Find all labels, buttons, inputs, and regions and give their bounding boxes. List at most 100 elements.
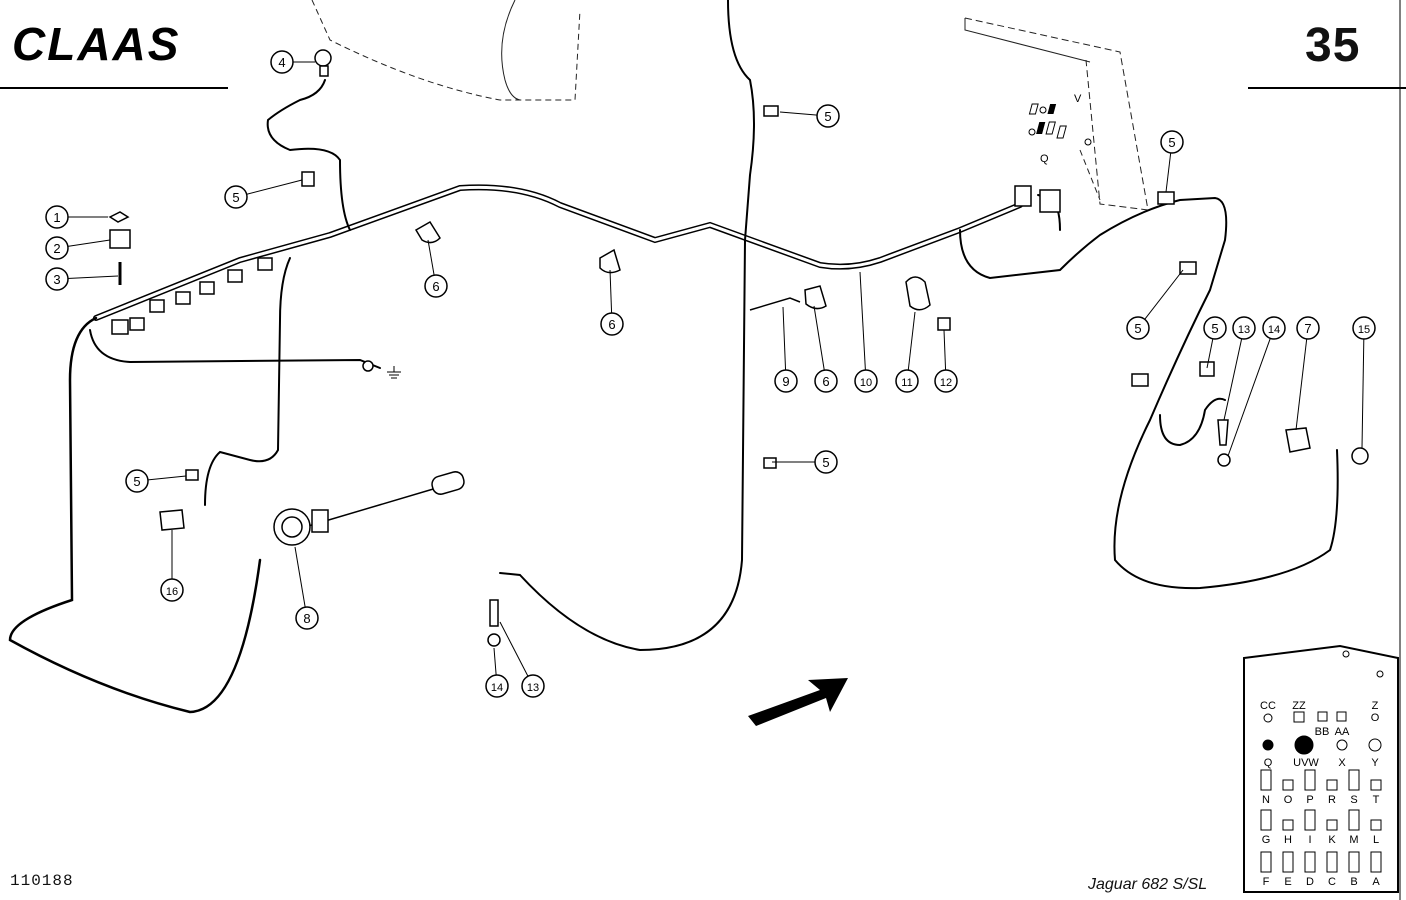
left-connectors — [111, 185, 1061, 335]
fuse-label: M — [1349, 834, 1358, 846]
leader-line — [1295, 327, 1309, 431]
leader-line — [813, 305, 827, 382]
callout-number: 13 — [1238, 324, 1250, 336]
callout-number: 9 — [782, 374, 789, 389]
part-5-clip-top — [763, 105, 779, 117]
connector-block-5 — [199, 281, 215, 295]
leader-line — [499, 621, 534, 687]
callout-circle — [814, 369, 838, 393]
fuse-label: T — [1373, 794, 1380, 806]
part-13-bottom-sensor — [489, 599, 499, 627]
part-6-clip-c — [804, 285, 827, 310]
leader-lines — [56, 61, 1365, 687]
callout-circle — [45, 236, 69, 260]
fuse-label: H — [1284, 834, 1292, 846]
fuse-slot — [1304, 809, 1316, 831]
callout-number: 13 — [527, 682, 539, 694]
fuse-label: C — [1328, 876, 1336, 888]
fuse-label: N — [1262, 794, 1270, 806]
console-edge — [1079, 149, 1101, 201]
part-15-cap — [1351, 447, 1369, 465]
callout-circle — [816, 104, 840, 128]
part-2-block — [109, 229, 131, 249]
ground-eyelet — [362, 360, 374, 372]
part-6-clip-a — [414, 220, 441, 244]
center-down-wire — [499, 0, 755, 652]
part-8-bracket — [311, 509, 329, 533]
fuse-slot — [1370, 851, 1382, 873]
fuse-label: P — [1306, 794, 1313, 806]
console-indicator-3 — [1084, 138, 1092, 146]
part-5-clip-r2 — [1131, 373, 1149, 387]
callout-circle — [600, 312, 624, 336]
callout-circle — [270, 50, 294, 74]
callout-number: 7 — [1304, 321, 1311, 336]
part-8-horn-inner — [281, 516, 303, 538]
part-5-clip-left — [185, 469, 199, 481]
fuse-label: BB — [1315, 726, 1330, 738]
fuse-label: K — [1328, 834, 1336, 846]
fuse-label: O — [1284, 794, 1293, 806]
brand-text: CLAAS — [12, 20, 180, 68]
cab-curve — [501, 0, 521, 101]
callout-number: 6 — [822, 374, 829, 389]
fuse-relay — [1262, 739, 1274, 751]
leader-line — [1361, 327, 1365, 449]
fuse-label: E — [1284, 876, 1291, 888]
fuse-label: B — [1350, 876, 1357, 888]
callout-circle — [1203, 316, 1227, 340]
connector-block-3 — [149, 299, 165, 313]
part-9-bracket — [749, 297, 801, 311]
callout-number: 6 — [432, 279, 439, 294]
fuse-slot — [1326, 851, 1338, 873]
callout-circle — [1262, 316, 1286, 340]
fuse-label: F — [1263, 876, 1270, 888]
callout-number: 5 — [232, 190, 239, 205]
fuse-label: AA — [1335, 726, 1350, 738]
callout-circle — [934, 369, 958, 393]
callout-circle — [45, 205, 69, 229]
callout-number: 12 — [940, 377, 952, 389]
callout-number: 5 — [133, 474, 140, 489]
fuse-slot — [1317, 711, 1328, 722]
callout-circle — [895, 369, 919, 393]
fuse-label: R — [1328, 794, 1336, 806]
left-loop-wire — [8, 316, 262, 714]
part-7-sensor — [1285, 427, 1311, 453]
callout-number: 5 — [1168, 135, 1175, 150]
fuse-relay — [1294, 735, 1314, 755]
small-parts — [108, 49, 1369, 647]
callout-circle — [1160, 130, 1184, 154]
fuse-slot — [1282, 851, 1294, 873]
leader-line — [859, 271, 867, 382]
fuse-label: G — [1262, 834, 1271, 846]
leader-line — [1223, 327, 1245, 421]
fuse-slot — [1282, 779, 1294, 791]
callout-number: 6 — [608, 317, 615, 332]
leader-line — [1137, 269, 1184, 329]
part-12-sleeve — [937, 317, 951, 331]
fuse-label: S — [1350, 794, 1357, 806]
part-5-clip-r4 — [1157, 191, 1175, 205]
part-5-clip-r1 — [1179, 261, 1197, 275]
console-switch-5 — [1056, 125, 1067, 139]
upper-wire-4 — [266, 79, 351, 231]
console-switch-3 — [1036, 122, 1046, 134]
fuse-label: UVW — [1293, 757, 1319, 769]
callout-circle — [1232, 316, 1256, 340]
ground-symbol-icon — [387, 366, 401, 379]
fuse-label: I — [1308, 834, 1311, 846]
part-6-clip-b — [599, 248, 621, 274]
callout-circle — [160, 578, 184, 602]
console-top — [964, 18, 1091, 63]
callout-circle — [295, 606, 319, 630]
fuse-slot — [1260, 851, 1272, 873]
console-indicator-2 — [1028, 128, 1036, 136]
leader-line — [782, 306, 787, 382]
fuse-label: L — [1373, 834, 1379, 846]
part-8-knob — [431, 471, 465, 495]
callout-number: 4 — [278, 55, 285, 70]
